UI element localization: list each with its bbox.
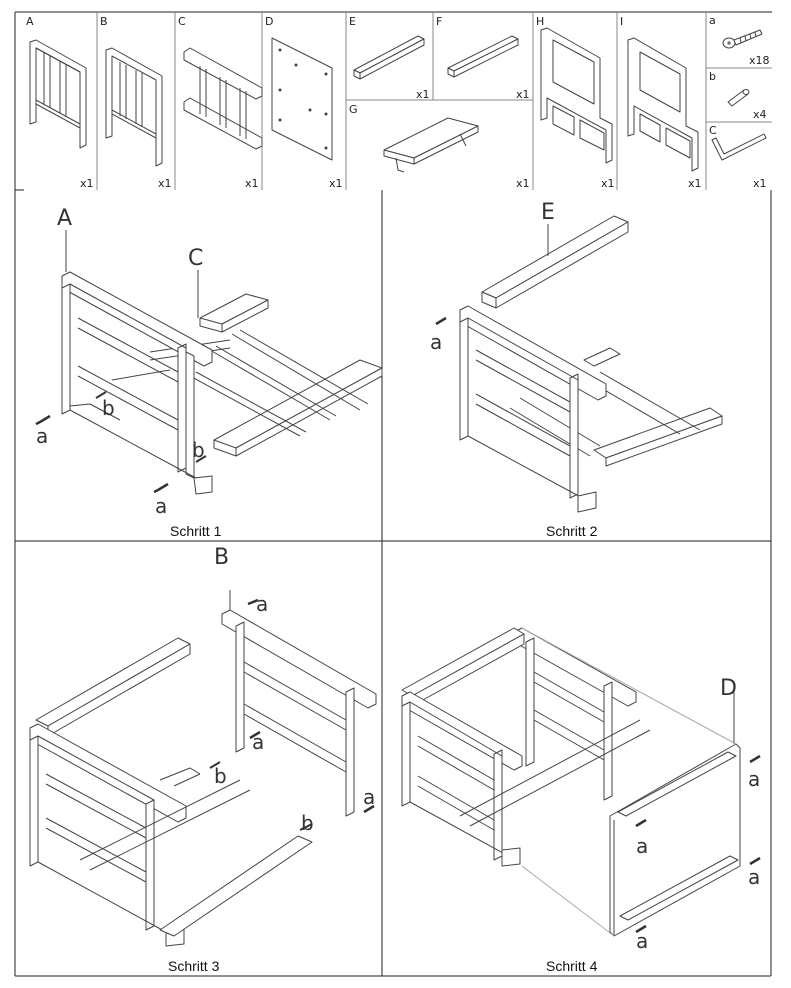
step-2-label: Schritt 2 — [546, 523, 598, 539]
step-4-callout-a-right-bottom: a — [748, 865, 760, 889]
part-H-drawing — [540, 27, 613, 164]
step-1-callout-a-left: a — [36, 424, 48, 448]
part-C-drawing — [183, 47, 263, 150]
step-3-callout-b-right: b — [301, 811, 314, 835]
hardware-qty-a: x18 — [749, 54, 770, 67]
step-3-callout-a-right: a — [363, 785, 375, 809]
step-3-callout-a-mid: a — [252, 730, 264, 754]
allen-key-icon — [711, 133, 767, 161]
step-3-illustration — [29, 590, 377, 947]
step-3-callout-B: B — [214, 545, 229, 570]
part-qty-C: x1 — [245, 177, 259, 190]
part-A-drawing — [29, 39, 87, 149]
part-label-I: I — [620, 15, 623, 28]
part-E-drawing — [353, 35, 425, 80]
part-label-B: B — [100, 15, 108, 28]
step-2-callout-a: a — [430, 330, 442, 354]
part-qty-E: x1 — [416, 88, 430, 101]
hardware-label-b: b — [709, 70, 716, 83]
parts-list — [14, 11, 772, 190]
step-1-callout-C: C — [188, 246, 203, 271]
dowel-icon — [727, 89, 750, 107]
step-1-illustration — [35, 230, 383, 495]
step-4-callout-a-left-bottom: a — [636, 929, 648, 953]
hardware-label-c: C — [709, 124, 717, 137]
part-label-A: A — [26, 15, 34, 28]
hardware-label-a: a — [709, 14, 716, 27]
part-label-E: E — [349, 15, 356, 28]
part-qty-G: x1 — [516, 177, 530, 190]
part-B-drawing — [105, 47, 163, 167]
part-qty-D: x1 — [329, 177, 343, 190]
step-1-callout-A: A — [57, 206, 72, 231]
step-4-illustration — [401, 627, 761, 937]
screw-icon — [722, 29, 763, 49]
part-qty-I: x1 — [688, 177, 702, 190]
part-F-drawing — [447, 35, 519, 78]
part-qty-F: x1 — [516, 88, 530, 101]
step-4-callout-D: D — [720, 676, 737, 701]
part-qty-B: x1 — [158, 177, 172, 190]
part-I-drawing — [627, 37, 699, 172]
hardware-qty-b: x4 — [753, 108, 767, 121]
part-qty-H: x1 — [601, 177, 615, 190]
step-3-callout-a-top: a — [256, 592, 268, 616]
step-1-label: Schritt 1 — [170, 523, 222, 539]
part-label-D: D — [265, 15, 273, 28]
step-1-callout-a-bottom: a — [155, 494, 167, 518]
part-qty-A: x1 — [80, 177, 94, 190]
step-4-callout-a-right-top: a — [748, 767, 760, 791]
part-label-H: H — [536, 15, 544, 28]
step-1-callout-b-top: b — [102, 396, 115, 420]
step-2-callout-E: E — [541, 200, 555, 225]
step-grid — [14, 189, 772, 977]
step-3-callout-b-left: b — [214, 764, 227, 788]
step-2-illustration — [435, 215, 723, 513]
part-label-C: C — [178, 15, 186, 28]
step-4-label: Schritt 4 — [546, 958, 598, 974]
part-label-G: G — [349, 103, 358, 116]
part-label-F: F — [436, 15, 442, 28]
part-G-drawing — [383, 117, 479, 173]
part-D-drawing — [271, 37, 333, 161]
step-1-callout-b-bottom: b — [192, 438, 205, 462]
step-4-callout-a-left-top: a — [636, 834, 648, 858]
step-3-label: Schritt 3 — [168, 958, 220, 974]
hardware-qty-c: x1 — [753, 177, 767, 190]
